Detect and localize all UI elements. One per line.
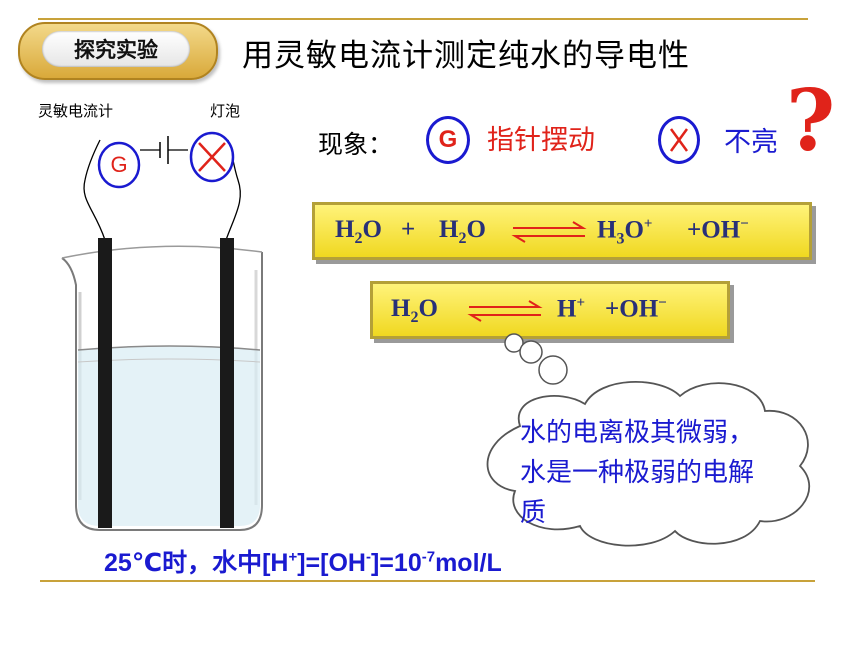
eq1-plus: + — [401, 216, 416, 243]
ion-product-statement: 25℃时，水中[H+]=[OH-]=10-7mol/L — [104, 548, 502, 577]
cloud-note: 水的电离极其微弱，水是一种极弱的电解质 — [520, 417, 755, 527]
bulb-symbol-icon — [658, 116, 700, 164]
page-title: 用灵敏电流计测定纯水的导电性 — [242, 38, 690, 73]
eq1-hydronium: H3O+ — [597, 216, 653, 248]
eq1-h2o-first: H2O — [335, 216, 382, 247]
bulb-label: 灯泡 — [210, 103, 241, 120]
phenomenon-label: 现象： — [318, 131, 394, 159]
pointer-swing-text: 指针摆动 — [487, 125, 595, 155]
galvanometer-g-label: G — [110, 152, 128, 177]
g-symbol-text: G — [438, 126, 458, 153]
not-lit-text: 不亮 — [724, 127, 778, 157]
experiment-badge: 探究实验 — [18, 22, 218, 80]
eq2-h2o: H2O — [391, 295, 438, 326]
electrode-right — [220, 238, 234, 528]
eq2-hydrogen-ion: H+ — [557, 295, 586, 323]
top-divider — [38, 18, 808, 20]
question-mark: ? — [786, 71, 836, 170]
equation-water-autoionization: H2O + H2O H3O+ +OH− — [312, 202, 812, 260]
equilibrium-arrow-icon — [511, 221, 587, 243]
thought-cloud — [486, 333, 811, 547]
equation-water-ionization: H2O H+ +OH− — [370, 281, 730, 339]
eq2-hydroxide: +OH− — [605, 295, 667, 323]
electrode-left — [98, 238, 112, 528]
galvanometer-symbol: G — [426, 116, 470, 164]
eq1-h2o-second: H2O — [439, 216, 486, 247]
badge-label: 探究实验 — [42, 31, 190, 67]
equilibrium-arrow-icon — [467, 300, 543, 322]
bottom-divider — [40, 580, 815, 582]
beaker-circuit-diagram — [61, 131, 263, 531]
galvanometer-label: 灵敏电流计 — [38, 103, 114, 120]
galvanometer-icon — [97, 141, 141, 189]
eq1-hydroxide: +OH− — [687, 216, 749, 244]
bulb-x-icon — [669, 128, 689, 152]
